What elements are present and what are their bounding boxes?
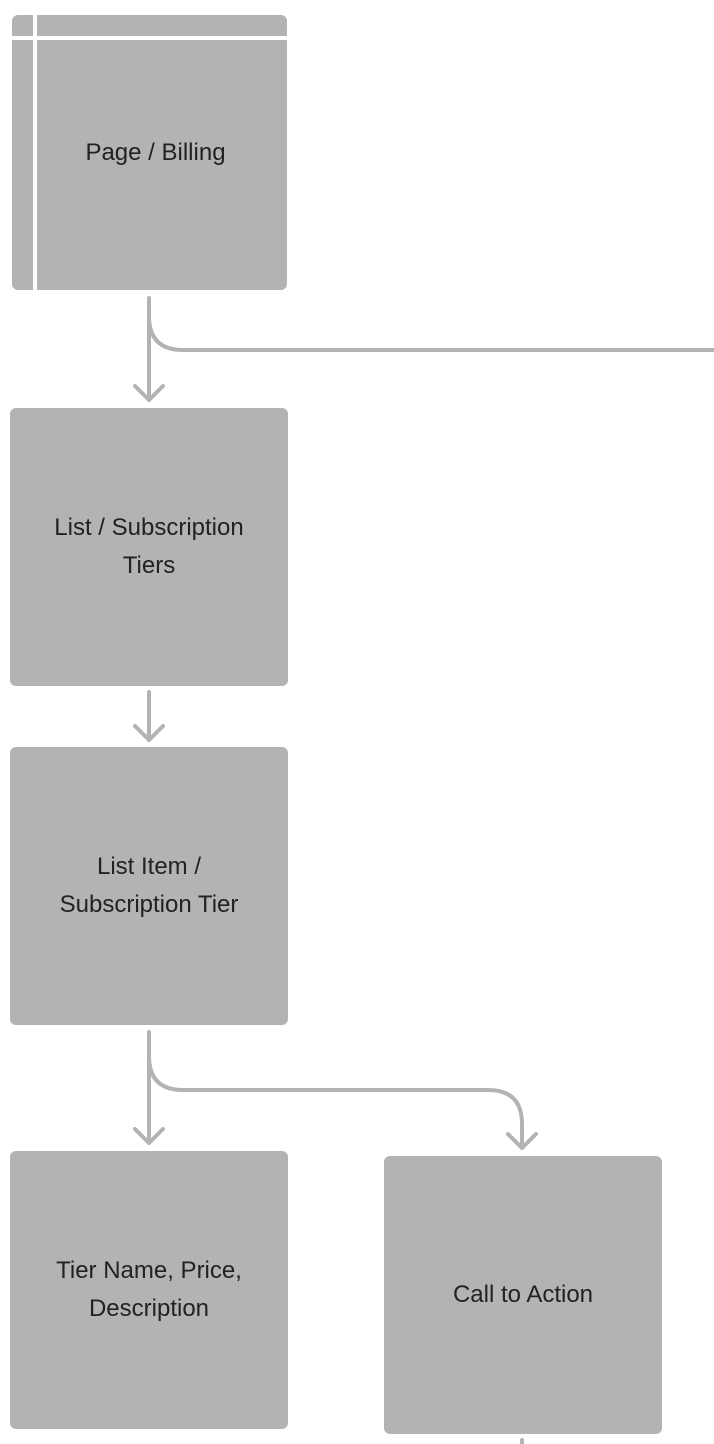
arrowhead-page-to-list [133,384,165,402]
connector-page-branch-right [147,314,714,352]
node-label: Tier Name, Price, Description [56,1257,242,1322]
node-label: List / Subscription Tiers [54,514,244,579]
arrowhead-list-to-item [133,724,165,742]
node-tier-details: Tier Name, Price, Description [10,1151,288,1429]
node-list-subscription-tiers: List / Subscription Tiers [10,408,288,686]
node-label: List Item / Subscription Tier [59,853,239,918]
page-sidebar-bar [33,15,37,290]
node-page-billing: Page / Billing [12,15,287,290]
arrowhead-item-to-cta [506,1132,538,1150]
page-header-bar [12,36,287,40]
arrowhead-item-to-tier [133,1127,165,1145]
node-label: Page / Billing [85,138,226,166]
node-call-to-action: Call to Action [384,1156,662,1434]
node-list-item-subscription-tier: List Item / Subscription Tier [10,747,288,1025]
connector-item-to-cta [147,1054,524,1150]
node-label: Call to Action [452,1281,594,1308]
